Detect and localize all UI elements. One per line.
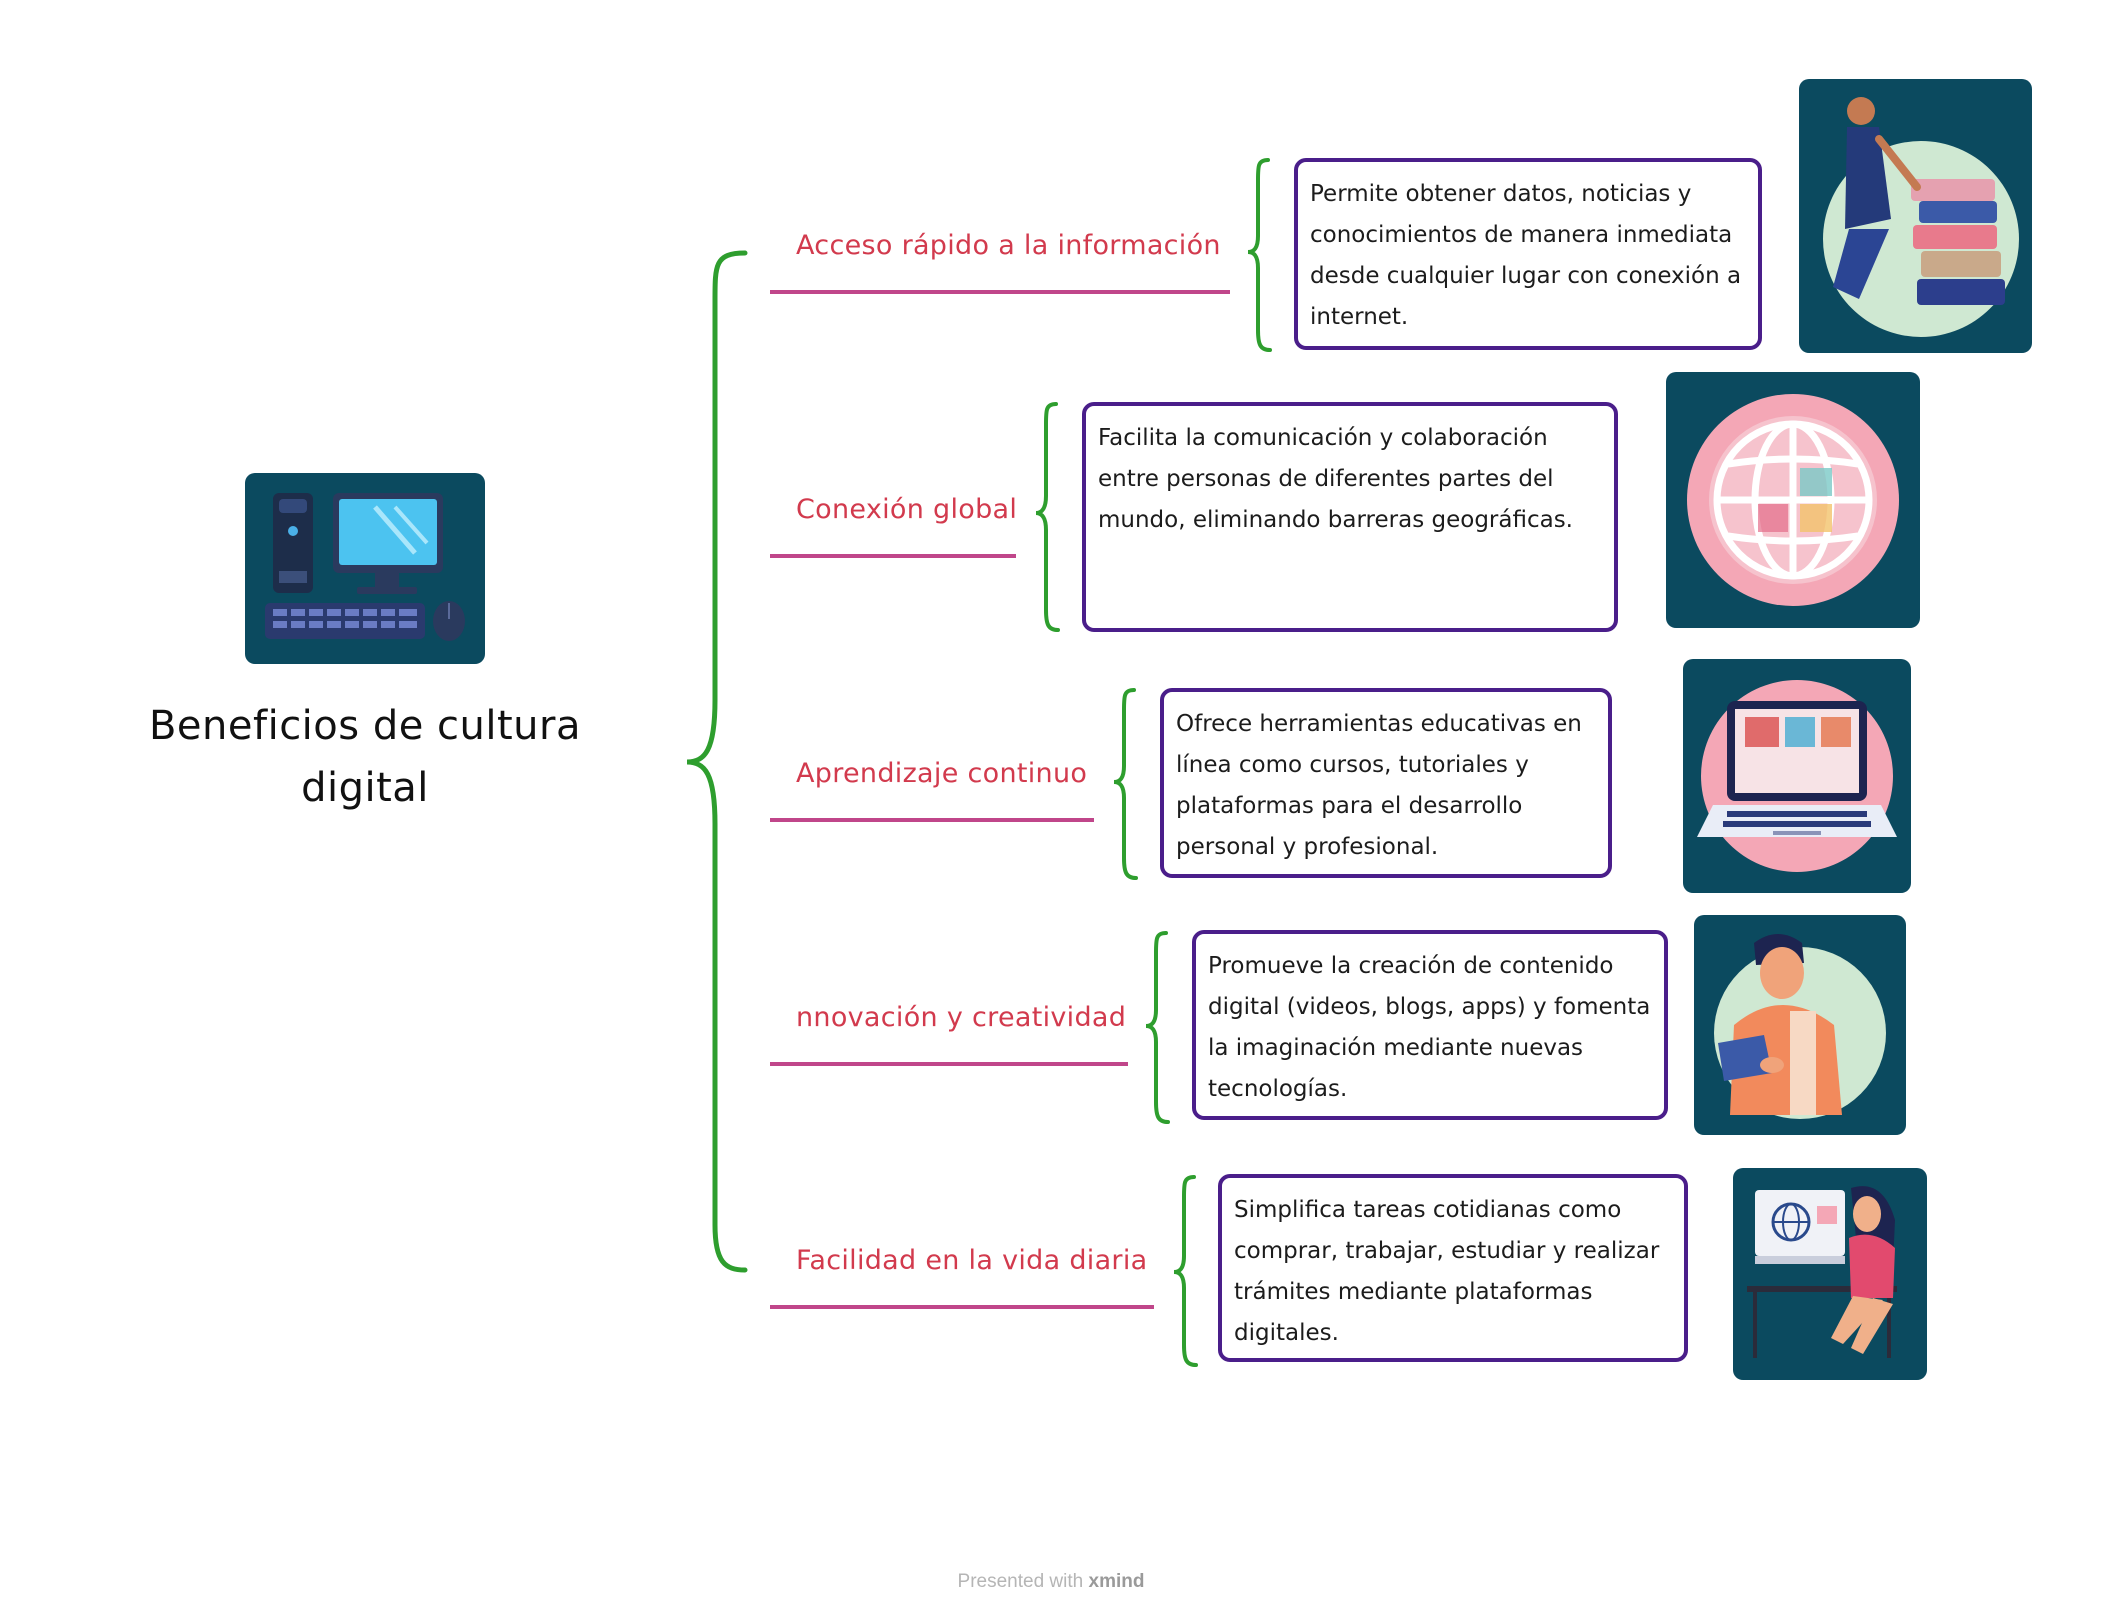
small-brace-1 (1247, 158, 1272, 352)
small-brace-2 (1035, 402, 1060, 632)
presented-with-footer: Presented with xmind (0, 1571, 2102, 1593)
branch-label-acceso[interactable]: Acceso rápido a la información (796, 230, 1221, 261)
description-box-conexion[interactable]: Facilita la comunicación y colaboración … (1082, 402, 1618, 632)
footer-prefix: Presented with (957, 1571, 1084, 1592)
laptop-illustration (1683, 659, 1911, 893)
central-topic-title[interactable]: Beneficios de cultura digital (148, 703, 581, 811)
branch-label-facilidad[interactable]: Facilidad en la vida diaria (796, 1245, 1148, 1276)
description-box-facilidad[interactable]: Simplifica tareas cotidianas como compra… (1218, 1174, 1688, 1362)
small-brace-3 (1113, 688, 1138, 880)
branch-label-aprendizaje[interactable]: Aprendizaje continuo (796, 758, 1088, 789)
main-curly-brace (686, 250, 748, 1273)
person-with-books-illustration (1799, 79, 2032, 353)
description-box-aprendizaje[interactable]: Ofrece herramientas educativas en línea … (1160, 688, 1612, 878)
woman-at-computer-illustration (1733, 1168, 1927, 1380)
branch-label-innovacion[interactable]: nnovación y creatividad (796, 1002, 1127, 1033)
description-box-acceso[interactable]: Permite obtener datos, noticias y conoci… (1294, 158, 1762, 350)
small-brace-5 (1173, 1175, 1198, 1367)
description-box-innovacion[interactable]: Promueve la creación de contenido digita… (1192, 930, 1668, 1120)
person-with-tablet-illustration (1694, 915, 1906, 1135)
desktop-computer-icon (245, 473, 485, 664)
small-brace-4 (1145, 931, 1170, 1124)
branch-label-conexion[interactable]: Conexión global (796, 494, 1018, 525)
globe-illustration (1666, 372, 1920, 628)
xmind-brand-logo: xmind (1088, 1571, 1145, 1592)
